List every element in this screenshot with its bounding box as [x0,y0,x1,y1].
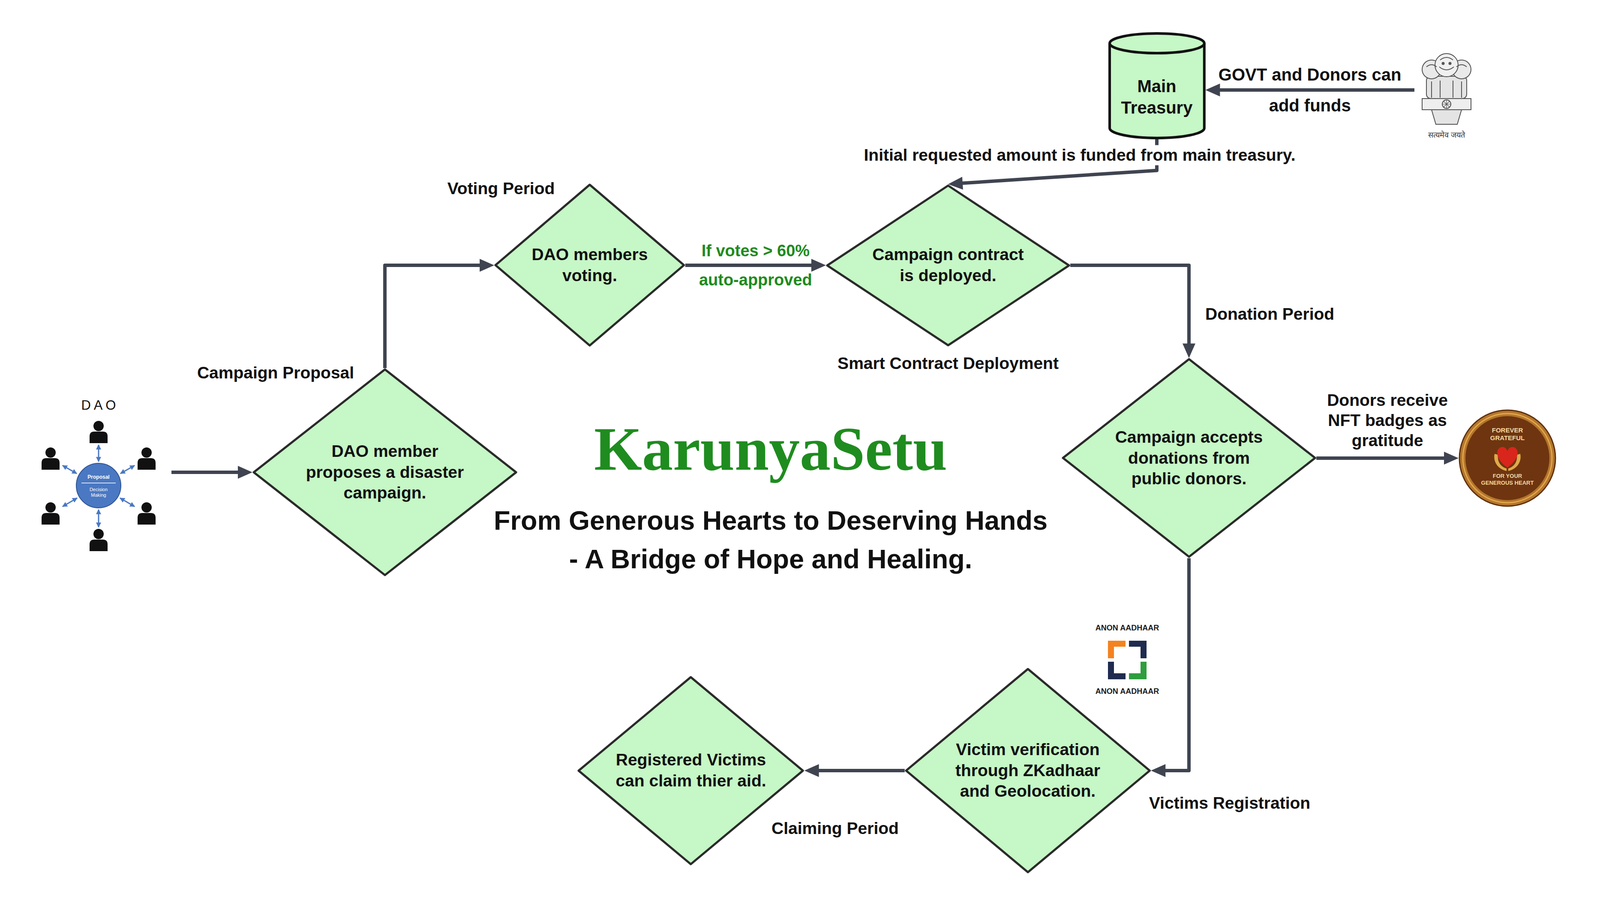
phase-label: Claiming Period [771,818,899,839]
phase-label: Victims Registration [1149,793,1311,814]
diamond-outline [494,183,686,347]
diamond-shape [827,185,1069,346]
arrowhead [1443,451,1459,465]
phase-label-anchor: Smart Contract Deployment [837,353,1059,374]
connector [804,764,905,778]
node-text: FOREVER GRATEFUL [1481,426,1534,442]
node-text: ANON AADHAAR [1080,623,1175,633]
arrowhead [1150,764,1166,778]
dao-circle [76,463,121,508]
connector [1150,558,1189,778]
diagram-title-anchor: KarunyaSetu [594,418,948,481]
process-diamond: DAO members voting. [494,183,686,347]
arrowhead [811,258,826,272]
arrowhead [804,764,820,778]
phase-label: Campaign Proposal [197,363,355,384]
process-diamond: DAO member proposes a disaster campaign. [252,368,518,577]
connector [1070,265,1196,358]
connector-line [685,263,816,268]
logo-node: ANON AADHAAR ANON AADHAAR [1080,612,1175,708]
diamond-outline [577,675,805,866]
process-diamond: Campaign contract is deployed. [825,184,1071,347]
connector-line [814,768,905,773]
arrowhead [237,465,253,479]
node-text: D A O [25,397,172,414]
phase-label: Voting Period [447,178,556,199]
diamond-shape [906,669,1150,873]
connector-line [1161,558,1189,771]
connector-line [1316,456,1449,460]
connector-line [171,470,243,475]
state-emblem [1422,53,1471,125]
node-text: Main Treasury [1117,75,1197,119]
arrowhead [479,258,495,272]
person-icons [41,420,156,552]
connector [171,465,253,479]
dao-group: D A O ProposalDecision Making [25,394,172,558]
connector-line [1070,265,1189,348]
process-diamond: Victim verification through ZKadhaar and… [904,667,1151,874]
diagram-caption-anchor: From Generous Hearts to Deserving Hands … [492,501,1049,579]
node-text: Campaign accepts donations from public d… [1113,426,1264,490]
diamond-shape [253,369,517,576]
connector-line [384,265,484,369]
node-text: सत्यमेव जयते [1414,128,1479,142]
connector [1205,83,1415,97]
phase-label-anchor: Voting Period [447,178,556,199]
diagram-title: KarunyaSetu [594,418,948,481]
phase-label: Donation Period [1205,304,1335,325]
arrowhead [1205,83,1220,97]
connector-line [1215,88,1415,92]
emblem-node: सत्यमेव जयते [1414,42,1479,148]
edge-label-anchor: If votes > 60% auto-approved [696,236,815,295]
node-text: DAO members voting. [529,244,651,287]
phase-label-anchor: Claiming Period [771,818,899,839]
node-text: ANON AADHAAR [1080,686,1175,697]
edge-label-anchor: Donors receive NFT badges as gratitude [1326,390,1449,451]
node-text: Proposal [79,474,118,481]
cylinder-top [1109,33,1205,54]
edge-label: GOVT and Donors can add funds [1215,59,1405,121]
nft-badge: FOREVER GRATEFUL FOR YOUR GENEROUS HEART [1458,409,1557,508]
nft-badge-art [1459,410,1556,507]
connector [384,258,495,369]
arrowhead [1182,343,1196,358]
node-text: Victim verification through ZKadhaar and… [952,739,1103,802]
diamond-shape [1062,359,1315,557]
phase-label: Smart Contract Deployment [837,353,1059,374]
connector [685,258,826,272]
edge-label-anchor: GOVT and Donors can add funds [1215,59,1405,121]
node-text: Campaign contract is deployed. [870,244,1027,287]
edge-label: If votes > 60% auto-approved [696,236,815,295]
node-text: DAO member proposes a disaster campaign. [304,441,466,504]
dao-arrows [62,444,135,528]
node-text: Decision Making [84,486,113,499]
edge-label: Initial requested amount is funded from … [861,145,1299,166]
dao-people-icon [41,420,156,552]
process-diamond: Campaign accepts donations from public d… [1061,357,1317,559]
diamond-shape [578,677,803,865]
edge-label-anchor: Initial requested amount is funded from … [861,145,1299,166]
diamond-outline [825,184,1071,347]
treasury-cylinder: Main Treasury [1108,32,1206,140]
connector [1316,451,1459,465]
phase-label-anchor: Campaign Proposal [197,363,355,384]
edge-label: Donors receive NFT badges as gratitude [1326,390,1449,451]
diamond-shape [495,184,685,346]
diagram-caption: From Generous Hearts to Deserving Hands … [492,501,1049,579]
cylinder-body [1109,43,1205,139]
phase-label-anchor: Donation Period [1205,304,1335,325]
anon-aadhaar-logo [1110,643,1144,677]
phase-label-anchor: Victims Registration [1149,793,1311,814]
node-text: FOR YOUR GENEROUS HEART [1477,472,1538,487]
dao-divider [81,482,116,484]
process-diamond: Registered Victims can claim thier aid. [577,675,805,866]
node-text: Registered Victims can claim thier aid. [614,749,769,792]
